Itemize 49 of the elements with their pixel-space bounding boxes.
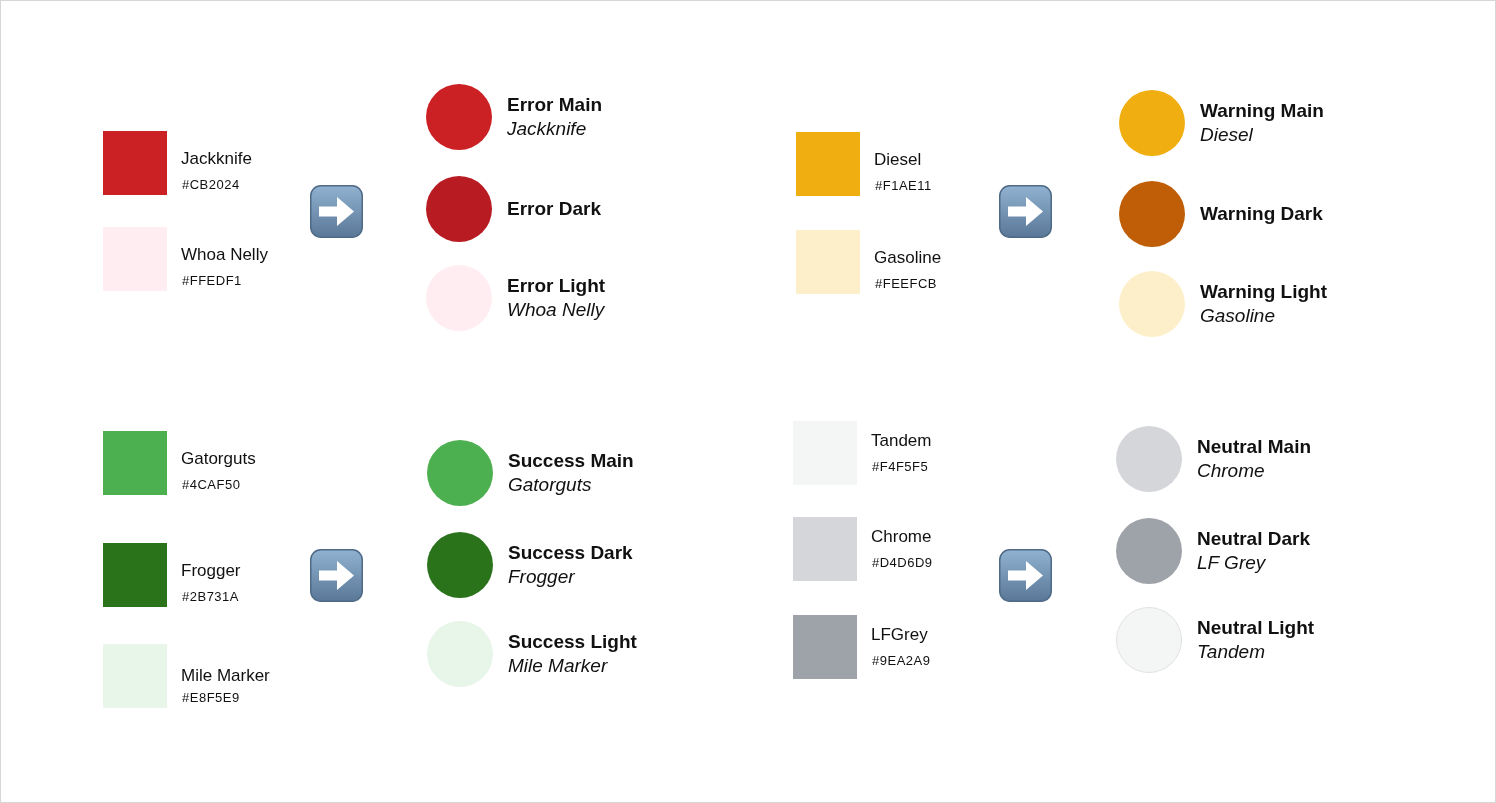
color-name: Tandem (871, 430, 932, 452)
color-role: Neutral Main (1197, 435, 1312, 459)
color-role: Neutral Dark (1197, 527, 1310, 551)
color-name: Frogger (508, 565, 576, 589)
color-role: Success Main (508, 449, 634, 473)
color-swatch (796, 230, 860, 294)
color-role: Success Dark (508, 541, 633, 565)
color-swatch (103, 431, 167, 495)
color-role: Neutral Light (1197, 616, 1315, 640)
hex-code: #4CAF50 (182, 477, 241, 493)
color-name: Mile Marker (181, 665, 270, 687)
color-swatch (103, 543, 167, 607)
color-name: Gasoline (1200, 304, 1276, 328)
color-name: Chrome (1197, 459, 1266, 483)
color-name: Mile Marker (508, 654, 609, 678)
color-role: Error Main (507, 93, 603, 117)
color-name: Jackknife (507, 117, 588, 141)
color-swatch (103, 131, 167, 195)
hex-code: #FFEDF1 (182, 273, 242, 289)
hex-code: #9EA2A9 (872, 653, 931, 669)
color-name: Diesel (874, 149, 922, 171)
color-name: Tandem (1197, 640, 1266, 664)
color-role: Warning Dark (1200, 202, 1323, 226)
color-name: LF Grey (1197, 551, 1267, 575)
hex-code: #FEEFCB (875, 276, 937, 292)
hex-code: #E8F5E9 (182, 690, 240, 706)
color-role: Error Dark (507, 197, 601, 221)
color-name: Jackknife (181, 148, 252, 170)
hex-code: #F4F5F5 (872, 459, 929, 475)
color-swatch (796, 132, 860, 196)
color-role: Warning Main (1200, 99, 1324, 123)
color-name: Whoa Nelly (181, 244, 268, 266)
hex-code: #D4D6D9 (872, 555, 933, 571)
color-name: Chrome (871, 526, 932, 548)
color-swatch (793, 615, 857, 679)
hex-code: #CB2024 (182, 177, 240, 193)
color-name: LFGrey (871, 624, 928, 646)
color-name: Gatorguts (508, 473, 593, 497)
hex-code: #F1AE11 (875, 178, 932, 194)
color-role: Success Light (508, 630, 637, 654)
color-name: Gatorguts (181, 448, 256, 470)
color-name: Gasoline (874, 247, 942, 269)
color-swatch (793, 517, 857, 581)
color-role: Warning Light (1200, 280, 1327, 304)
hex-code: #2B731A (182, 589, 239, 605)
color-name: Frogger (181, 560, 241, 582)
color-name: Diesel (1200, 123, 1254, 147)
color-role: Error Light (507, 274, 606, 298)
color-name: Whoa Nelly (507, 298, 606, 322)
